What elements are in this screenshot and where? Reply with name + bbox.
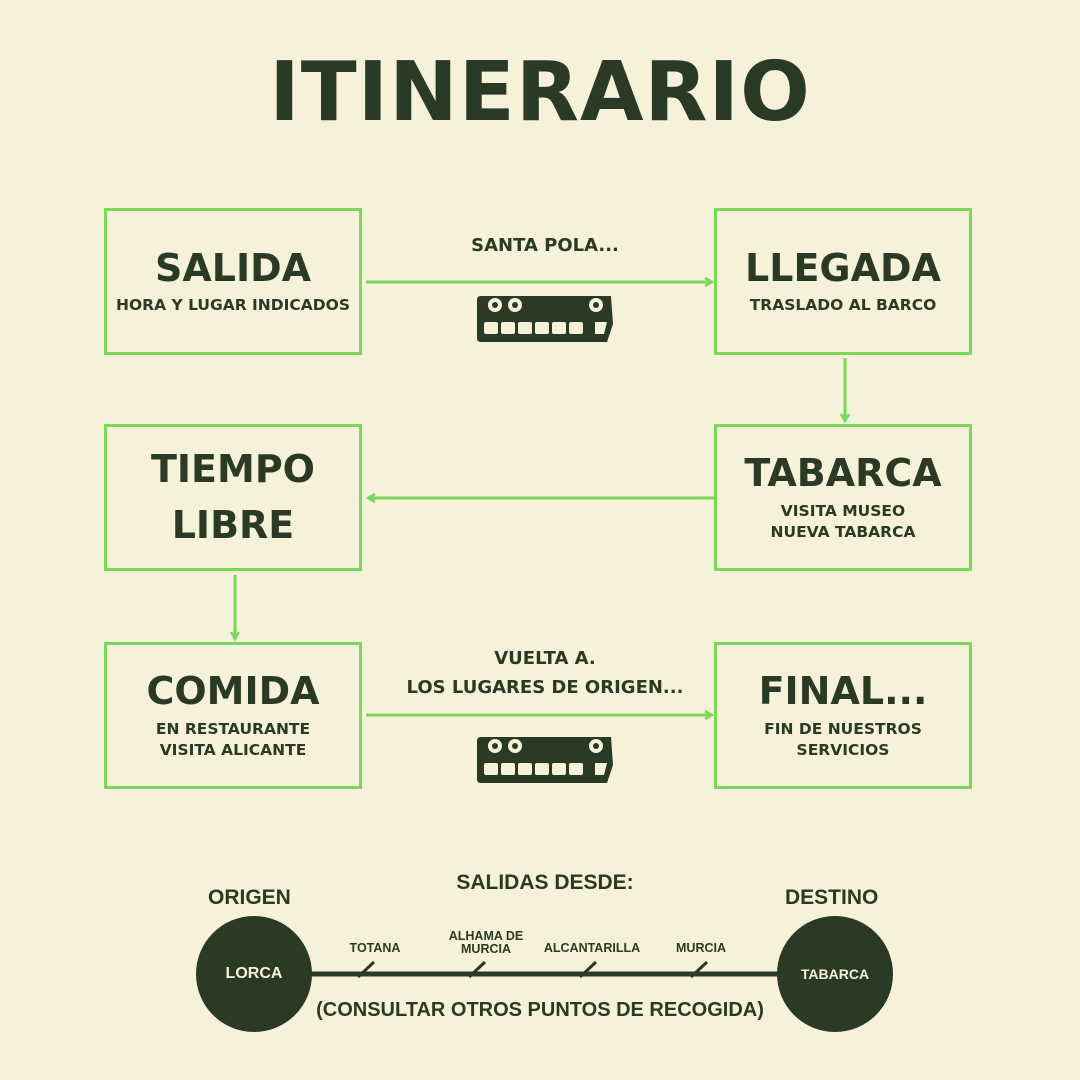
step-salida: SALIDA HORA Y LUGAR INDICADOS	[104, 208, 362, 355]
step-llegada: LLEGADA TRASLADO AL BARCO	[714, 208, 972, 355]
origin-label: ORIGEN	[208, 886, 291, 909]
step-title: LIBRE	[171, 502, 295, 547]
step-detail: NUEVA TABARCA	[770, 523, 916, 542]
step-title: TABARCA	[744, 451, 942, 496]
step-detail: HORA Y LUGAR INDICADOS	[115, 296, 350, 315]
step-final: FINAL... FIN DE NUESTROS SERVICIOS	[714, 642, 972, 789]
route-stop: MURCIA	[676, 941, 726, 955]
step-detail: EN RESTAURANTE	[155, 719, 311, 738]
destination-name: TABARCA	[800, 966, 870, 982]
step-detail: TRASLADO AL BARCO	[749, 296, 937, 315]
connector-label-outbound: SANTA POLA...	[471, 235, 619, 256]
destination-circle: TABARCA	[777, 916, 893, 1032]
step-tabarca: TABARCA VISITA MUSEO NUEVA TABARCA	[714, 424, 972, 571]
route-tick	[467, 960, 487, 979]
route-tick	[356, 960, 376, 979]
bus-icon	[477, 296, 613, 342]
route-stop: ALHAMA DE MURCIA	[448, 929, 524, 957]
step-detail: VISITA ALICANTE	[159, 741, 307, 760]
origin-circle: LORCA	[196, 916, 312, 1032]
step-tiempo-libre: TIEMPO LIBRE	[104, 424, 362, 571]
step-detail: FIN DE NUESTROS SERVICIOS	[764, 719, 922, 760]
step-detail: VISITA MUSEO	[780, 501, 906, 520]
bus-icon	[477, 737, 613, 783]
route-tick	[578, 960, 598, 979]
route-note: (CONSULTAR OTROS PUNTOS DE RECOGIDA)	[316, 999, 764, 1021]
route-stop: TOTANA	[349, 941, 401, 955]
destination-label: DESTINO	[785, 886, 879, 909]
origin-name: LORCA	[225, 965, 283, 982]
route-heading: SALIDAS DESDE:	[456, 871, 634, 894]
step-title: COMIDA	[146, 669, 320, 714]
step-title: SALIDA	[154, 245, 312, 290]
step-comida: COMIDA EN RESTAURANTE VISITA ALICANTE	[104, 642, 362, 789]
connector-label-return: VUELTA A. LOS LUGARES DE ORIGEN...	[406, 648, 684, 698]
route-tick	[689, 960, 709, 979]
step-title: LLEGADA	[745, 245, 941, 290]
step-title: TIEMPO	[151, 447, 315, 492]
page-title: ITINERARIO	[269, 45, 811, 140]
step-title: FINAL...	[758, 669, 928, 714]
route-stop: ALCANTARILLA	[543, 941, 641, 955]
